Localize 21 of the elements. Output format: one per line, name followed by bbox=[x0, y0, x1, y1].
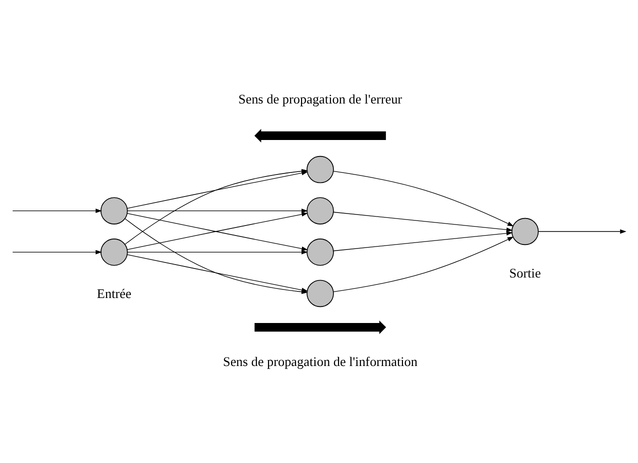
arrow bbox=[333, 212, 513, 232]
node-circle bbox=[306, 156, 334, 184]
node-circle bbox=[100, 197, 128, 224]
node-circle bbox=[100, 238, 128, 266]
node-circle bbox=[306, 280, 334, 308]
arrow bbox=[12, 208, 102, 214]
arrow bbox=[127, 208, 308, 214]
node-circle bbox=[306, 197, 334, 224]
arrow bbox=[333, 231, 513, 252]
label: Entrée bbox=[96, 286, 132, 302]
label: Sens de propagation de l'information bbox=[222, 354, 418, 369]
arrow bbox=[333, 236, 514, 292]
arrow bbox=[127, 250, 308, 254]
node-circle bbox=[511, 218, 539, 246]
arrow bbox=[333, 170, 514, 226]
label: Sens de propagation de l'erreur bbox=[238, 91, 402, 106]
arrow bbox=[12, 250, 102, 254]
arrow bbox=[538, 229, 626, 234]
arrow bbox=[127, 254, 308, 292]
label: Sortie bbox=[509, 266, 541, 281]
node-circle bbox=[306, 238, 334, 266]
